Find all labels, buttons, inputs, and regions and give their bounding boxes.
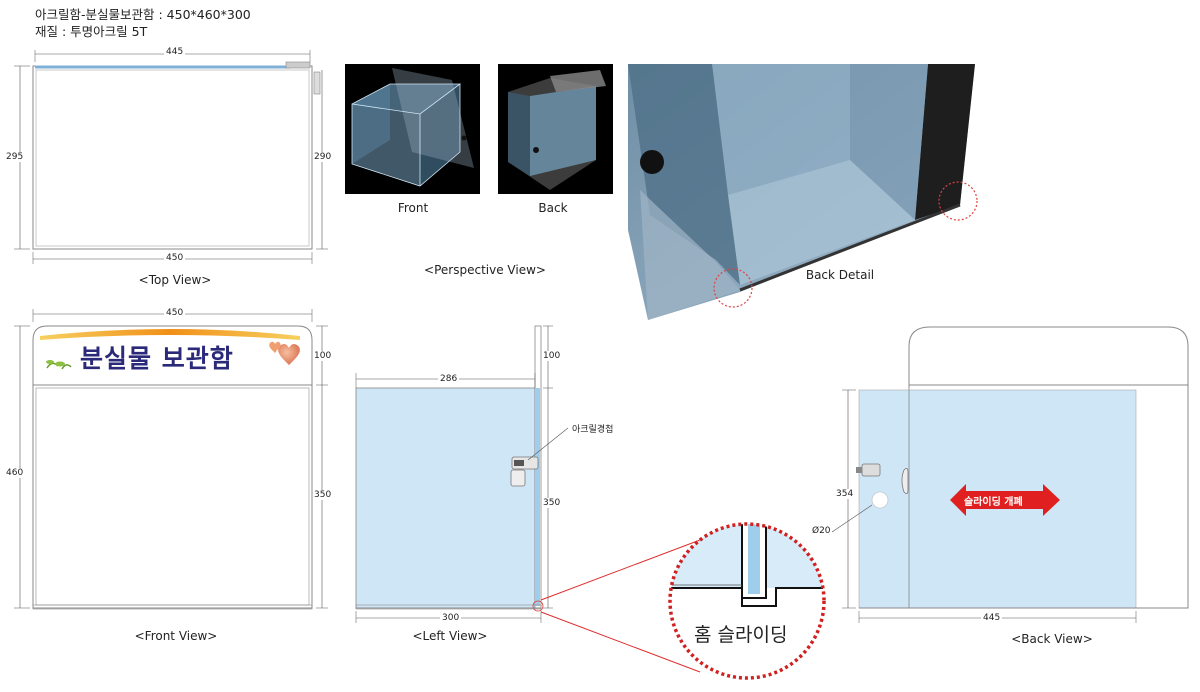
perspective-caption: <Perspective View> — [424, 263, 546, 277]
top-view — [14, 50, 328, 264]
perspective-back-image — [498, 64, 613, 194]
left-view — [355, 325, 569, 623]
back-detail-label: Back Detail — [805, 268, 875, 282]
sign-text: 분실물 보관함 — [80, 344, 234, 373]
top-view-dim-top: 445 — [164, 47, 186, 57]
groove-detail — [540, 522, 826, 680]
left-view-dim-right-top: 100 — [543, 351, 561, 361]
left-view-caption: <Left View> — [412, 629, 488, 643]
perspective-front-image — [345, 64, 480, 194]
front-view — [14, 309, 328, 610]
back-view — [831, 326, 1189, 623]
top-view-dim-left: 295 — [6, 152, 24, 162]
left-view-dim-top: 286 — [438, 374, 460, 384]
hinge-callout-label: 아크릴경첩 — [572, 425, 614, 435]
back-view-dim-left: 354 — [836, 489, 854, 499]
front-view-dim-left: 460 — [6, 468, 24, 478]
material-line: 재질 : 투명아크릴 5T — [35, 24, 148, 39]
left-view-dim-right-bottom: 350 — [543, 498, 561, 508]
back-label: Back — [538, 201, 568, 215]
front-view-dim-top: 450 — [164, 308, 186, 318]
sliding-label: 슬라이딩 개폐 — [964, 497, 1023, 508]
back-detail-image — [628, 64, 978, 320]
front-label: Front — [397, 201, 429, 215]
left-view-dim-bottom: 300 — [440, 613, 462, 623]
front-view-dim-right-bottom: 350 — [314, 490, 332, 500]
hole-diameter-label: Ø20 — [812, 526, 831, 536]
groove-label: 홈 슬라이딩 — [694, 624, 788, 646]
top-view-caption: <Top View> — [138, 273, 212, 287]
front-view-dim-right-top: 100 — [314, 351, 332, 361]
front-view-caption: <Front View> — [134, 629, 218, 643]
back-view-dim-bottom: 445 — [981, 613, 1003, 623]
top-view-dim-bottom: 450 — [164, 253, 186, 263]
top-view-dim-right: 290 — [314, 152, 332, 162]
title-line: 아크릴함-분실물보관함 : 450*460*300 — [35, 7, 251, 22]
back-view-caption: <Back View> — [1011, 632, 1093, 646]
